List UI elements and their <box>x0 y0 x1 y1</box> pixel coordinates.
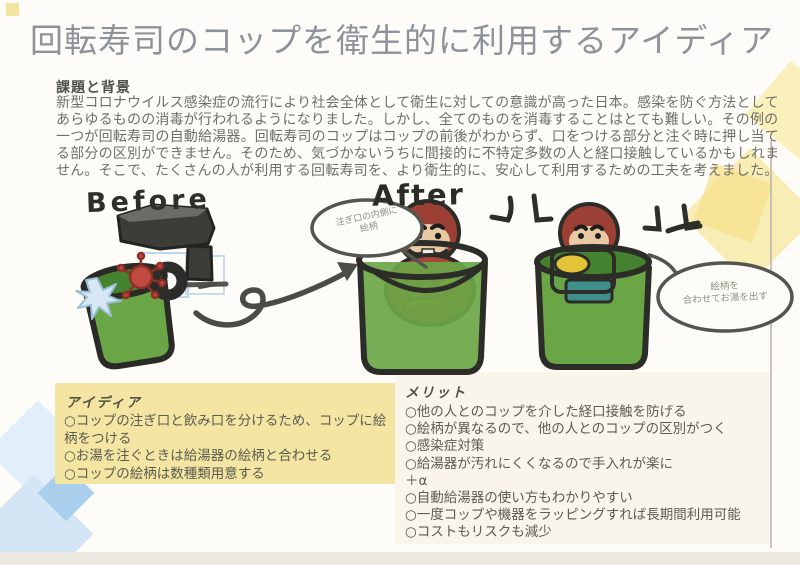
speech-bubble-right <box>647 253 794 333</box>
faucet-head-top <box>118 205 207 222</box>
before-dispenser-drawing <box>75 203 229 370</box>
merit-item: ○感染症対策 <box>405 438 485 455</box>
after-cup-2 <box>534 202 652 370</box>
speech-bubble-left <box>310 198 428 269</box>
idea-item: ○お湯を注ぐときは給湯器の絵柄と合わせる <box>64 448 333 464</box>
after-drawing <box>310 193 794 375</box>
merits-backing <box>395 372 771 544</box>
page-title: 回転寿司のコップを衛生的に利用するアイディア <box>30 21 775 60</box>
corner-yellow-square <box>6 3 19 16</box>
lever-hook-1 <box>489 193 554 223</box>
merit-item-list: ○他の人とのコップを介した経口接触を防げる ○絵柄が異なるので、他の人とのコップ… <box>405 404 777 542</box>
merit-item: ○他の人とのコップを介した経口接触を防げる <box>405 404 687 420</box>
merit-item: ○給湯器が汚れにくくなるので手入れが楽に <box>405 455 674 472</box>
idea-item: ○コップの注ぎ口と飲み口を分けるため、コップに絵柄をつける <box>64 413 387 447</box>
idea-item-list: ○コップの注ぎ口と飲み口を分けるため、コップに絵柄をつける ○お湯を注ぐときは給… <box>64 413 388 483</box>
lever-hook-2 <box>642 203 703 234</box>
before-label: Before <box>85 183 212 220</box>
idea-heading: アイディア <box>66 395 142 411</box>
before-after-arrow <box>193 262 358 328</box>
background-section-heading: 課題と背景 <box>56 80 131 96</box>
strap-line <box>370 266 482 293</box>
deco-yellow-diamond-top <box>745 60 800 160</box>
faucet-pipe <box>185 244 214 282</box>
merits-heading: メリット <box>405 385 467 401</box>
idea-panel <box>55 383 395 484</box>
merit-item: ＋α <box>405 472 428 489</box>
merit-item: ○絵柄が異なるので、他の人とのコップの区別がつく <box>405 421 727 438</box>
scan-bottom-edge <box>0 552 800 565</box>
background-paragraph: 新型コロナウイルス感染症の流行により社会全体として衛生に対しての意識が高った日本… <box>56 95 780 179</box>
merit-item: ○自動給湯器の使い方もわかりやすい <box>405 490 633 507</box>
buckle-outline <box>550 248 616 294</box>
idea-item: ○コップの絵柄は数種類用意する <box>64 465 265 482</box>
splash-doodle <box>75 277 122 320</box>
merit-item: ○コストもリスクも減少 <box>405 524 552 541</box>
deco-yellow-diamond-small <box>693 163 773 243</box>
virus-icon <box>116 251 167 300</box>
yellow-pattern <box>553 252 591 276</box>
merit-item: ○一度コップや機器をラッピングすれば長期間利用可能 <box>405 507 741 524</box>
